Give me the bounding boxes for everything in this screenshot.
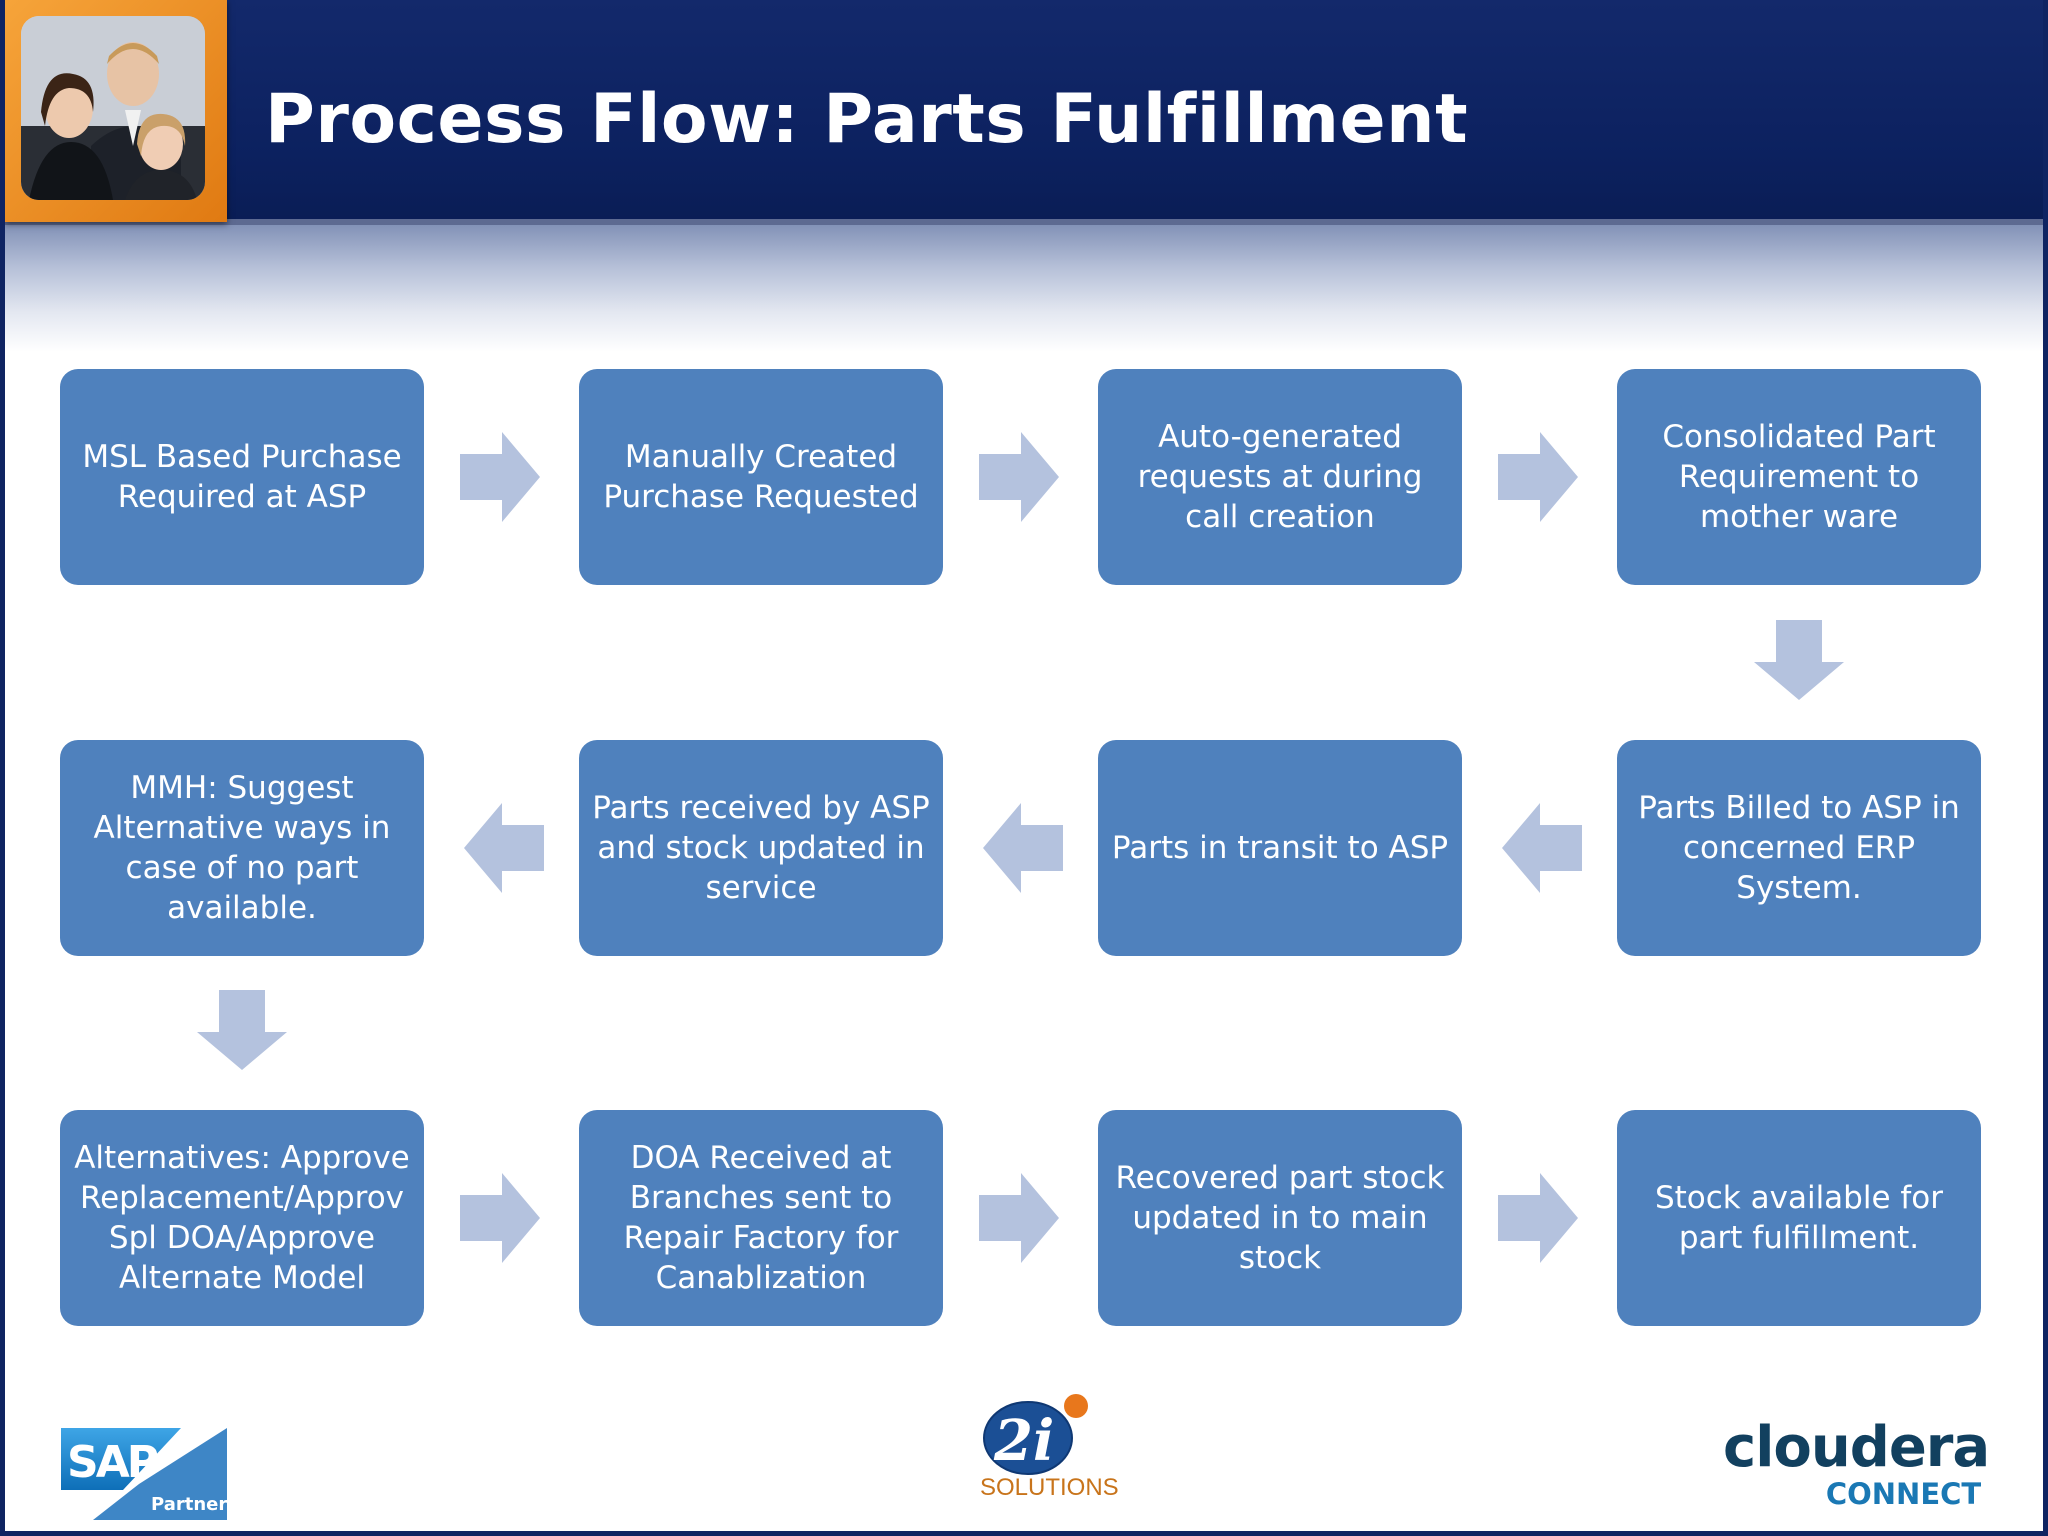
sap-mark: SAP [67, 1437, 158, 1488]
arrow-right-icon [979, 432, 1059, 522]
step-label: DOA Received at Branches sent to Repair … [623, 1140, 899, 1296]
team-photo-frame [5, 0, 227, 222]
2i-solutions-logo: 2i SOLUTIONS [980, 1392, 1119, 1502]
step-label: Parts received by ASP and stock updated … [592, 790, 930, 906]
arrow-left-icon [1502, 803, 1582, 893]
arrow-right-icon [1498, 1173, 1578, 1263]
arrow-down-icon [197, 990, 287, 1070]
step-stock-available: Stock available for part fulfillment. [1617, 1110, 1981, 1326]
step-consolidated-requirement: Consolidated Part Requirement to mother … [1617, 369, 1981, 585]
arrow-left-icon [464, 803, 544, 893]
step-auto-generated: Auto-generated requests at during call c… [1098, 369, 1462, 585]
cloudera-connect-logo: cloudera CONNECT [1723, 1415, 1990, 1511]
step-manual-purchase: Manually Created Purchase Requested [579, 369, 943, 585]
arrow-right-icon [1498, 432, 1578, 522]
step-parts-received: Parts received by ASP and stock updated … [579, 740, 943, 956]
title-bar [5, 0, 2043, 222]
step-label: MMH: Suggest Alternative ways in case of… [93, 770, 391, 926]
step-mmh-suggest: MMH: Suggest Alternative ways in case of… [60, 740, 424, 956]
step-recovered-stock: Recovered part stock updated in to main … [1098, 1110, 1462, 1326]
arrow-down-icon [1754, 620, 1844, 700]
team-photo [21, 16, 205, 200]
step-label: Manually Created Purchase Requested [603, 439, 919, 515]
header-divider [5, 219, 2043, 225]
step-alternatives: Alternatives: Approve Replacement/Approv… [60, 1110, 424, 1326]
2i-mark: 2i [993, 1408, 1054, 1474]
solutions-wordmark: SOLUTIONS [980, 1474, 1119, 1501]
step-label: Recovered part stock updated in to main … [1115, 1160, 1445, 1276]
step-label: Auto-generated requests at during call c… [1137, 419, 1423, 535]
step-label: Alternatives: Approve Replacement/Approv… [74, 1140, 410, 1296]
step-parts-in-transit: Parts in transit to ASP [1098, 740, 1462, 956]
arrow-right-icon [979, 1173, 1059, 1263]
connect-wordmark: CONNECT [1825, 1477, 1982, 1511]
step-label: Stock available for part fulfillment. [1654, 1180, 1944, 1256]
step-doa-received: DOA Received at Branches sent to Repair … [579, 1110, 943, 1326]
cloudera-wordmark: cloudera [1723, 1415, 1990, 1480]
header-gradient [5, 222, 2043, 352]
step-msl-purchase: MSL Based Purchase Required at ASP [60, 369, 424, 585]
sap-partner-logo: SAP Partner [61, 1424, 231, 1528]
arrow-left-icon [983, 803, 1063, 893]
people-icon [21, 16, 205, 200]
step-label: MSL Based Purchase Required at ASP [82, 439, 402, 515]
partner-badge: Partner [151, 1494, 227, 1515]
step-label: Parts in transit to ASP [1111, 830, 1449, 866]
step-parts-billed: Parts Billed to ASP in concerned ERP Sys… [1617, 740, 1981, 956]
step-label: Consolidated Part Requirement to mother … [1662, 419, 1936, 535]
step-label: Parts Billed to ASP in concerned ERP Sys… [1638, 790, 1960, 906]
arrow-right-icon [460, 1173, 540, 1263]
slide-title: Process Flow: Parts Fulfillment [265, 80, 1469, 159]
arrow-right-icon [460, 432, 540, 522]
